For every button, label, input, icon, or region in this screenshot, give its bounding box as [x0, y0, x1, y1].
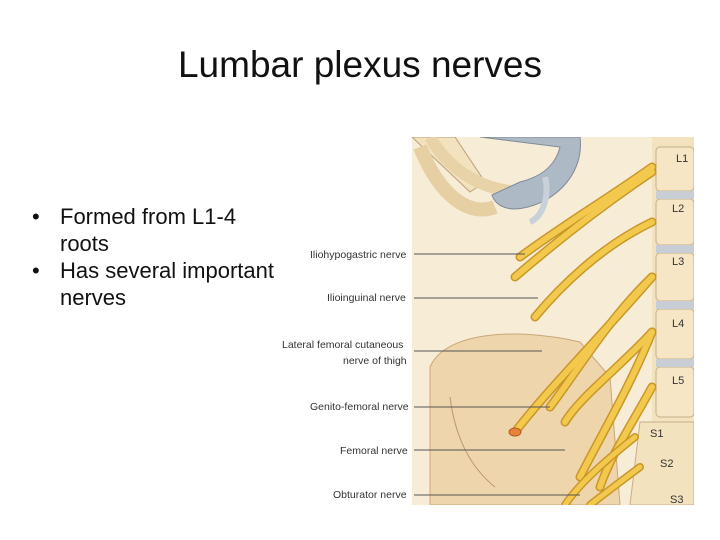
vertebra-label: L2: [672, 203, 684, 215]
vertebra-label: S2: [660, 458, 673, 470]
vertebra-label: S1: [650, 428, 663, 440]
label-femoral: Femoral nerve: [340, 445, 408, 457]
label-obturator: Obturator nerve: [333, 489, 407, 501]
lumbar-plexus-illustration: L1 L2 L3 L4 L5 S1 S2 S3: [280, 137, 694, 505]
label-lateral-femoral: Lateral femoral cutaneous: [282, 339, 403, 351]
label-ilioinguinal: Ilioinguinal nerve: [327, 292, 406, 304]
vertebrae: [629, 146, 694, 505]
bullet-list: • Formed from L1-4 roots • Has several imp…: [30, 203, 280, 311]
bullet-dot: •: [32, 204, 40, 229]
vertebra-label: L4: [672, 318, 684, 330]
rib: [413, 144, 498, 217]
bullet-dot: •: [32, 258, 40, 283]
muscle-line: [449, 396, 496, 488]
label-iliohypogastric: Iliohypogastric nerve: [310, 249, 406, 261]
costal-cartilage: [479, 137, 581, 210]
slide-title: Lumbar plexus nerves: [177, 44, 543, 85]
leader-lines: [414, 253, 580, 496]
vertebra-label: S3: [670, 494, 683, 505]
bullet-item: • Has several important nerves: [30, 257, 280, 311]
vertebra-label: L1: [676, 153, 688, 165]
nerve-bundle: [508, 162, 657, 505]
cartilage-highlight: [528, 176, 550, 225]
anatomy-diagram: L1 L2 L3 L4 L5 S1 S2 S3: [280, 137, 694, 505]
vertebra-label: L3: [672, 256, 684, 268]
bullet-item: • Formed from L1-4 roots: [30, 203, 280, 257]
bullet-text: Has several important nerves: [60, 258, 274, 310]
vertebra-label: L5: [672, 375, 684, 387]
bullet-text: Formed from L1-4 roots: [60, 204, 237, 256]
label-lateral-femoral-2: nerve of thigh: [343, 355, 407, 367]
label-genitofemoral: Genito-femoral nerve: [310, 401, 409, 413]
